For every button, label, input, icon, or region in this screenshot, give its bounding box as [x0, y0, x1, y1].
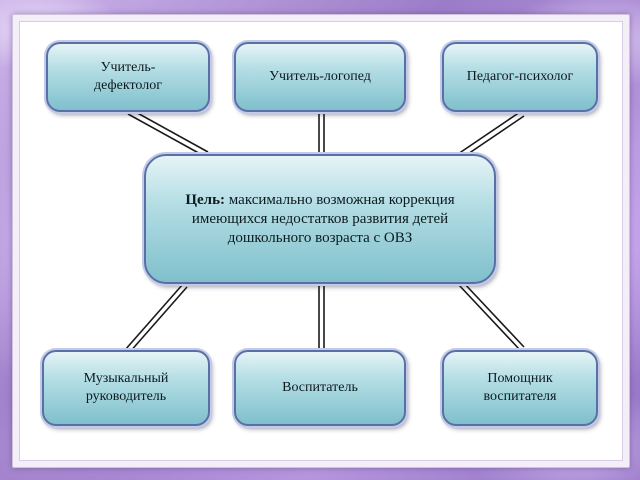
connector-assistant: [457, 280, 525, 351]
node-psychologist: Педагог-психолог: [442, 42, 598, 112]
node-assistant-educator: Помощник воспитателя: [442, 350, 598, 426]
node-goal: Цель: максимально возможная коррекция им…: [144, 154, 496, 284]
goal-text: Цель: максимально возможная коррекция им…: [168, 191, 472, 248]
node-speech-therapist: Учитель-логопед: [234, 42, 406, 112]
connector-defectologist: [127, 109, 209, 157]
connector-educator: [318, 284, 325, 352]
node-music-director: Музыкальный руководитель: [42, 350, 210, 426]
node-teacher-defectologist: Учитель- дефектолог: [46, 42, 210, 112]
connector-music-director: [124, 283, 188, 354]
node-educator: Воспитатель: [234, 350, 406, 426]
connector-psychologist: [457, 111, 525, 159]
goal-label: Цель:: [185, 191, 226, 208]
connector-speech-therapist: [318, 112, 325, 156]
goal-description: максимально возможная коррекция имеющихс…: [191, 191, 455, 246]
